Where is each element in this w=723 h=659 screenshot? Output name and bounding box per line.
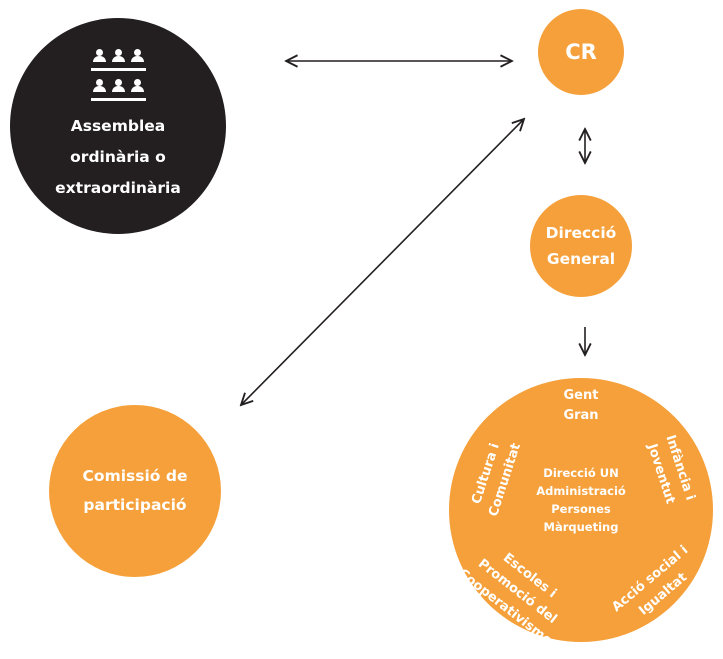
central-line-3: Persones [551,502,611,516]
comissio-line-2: participació [83,496,187,514]
assembly-people-icon [90,48,146,105]
comissio-line-1: Comissió de [82,467,188,485]
departaments-node [449,378,713,642]
assemblea-label: Assemblea ordinària o extraordinària [55,111,181,204]
central-line-2: Administració [536,484,626,498]
direccio-general-node: Direcció General [530,195,632,297]
assemblea-line-3: extraordinària [55,178,181,197]
assemblea-line-1: Assemblea [70,116,166,135]
cr-node: CR [538,9,624,95]
central-line-1: Direcció UN [543,466,619,480]
comissio-participacio-node: Comissió de participació [49,405,221,577]
cr-label: CR [565,40,597,64]
arrow-comissio-cr [241,119,524,405]
direccio-line-1: Direcció [545,224,617,242]
central-line-4: Màrqueting [543,520,619,534]
dept-gent-gran: Gent Gran [555,386,607,426]
direccio-line-2: General [546,250,616,268]
dept-gent-gran-line-2: Gran [563,408,599,423]
assemblea-line-2: ordinària o [70,147,166,166]
assemblea-node: Assemblea ordinària o extraordinària [10,18,226,234]
dept-central-services: Direcció UN Administració Persones Màrqu… [449,464,713,536]
dept-gent-gran-line-1: Gent [563,388,599,403]
